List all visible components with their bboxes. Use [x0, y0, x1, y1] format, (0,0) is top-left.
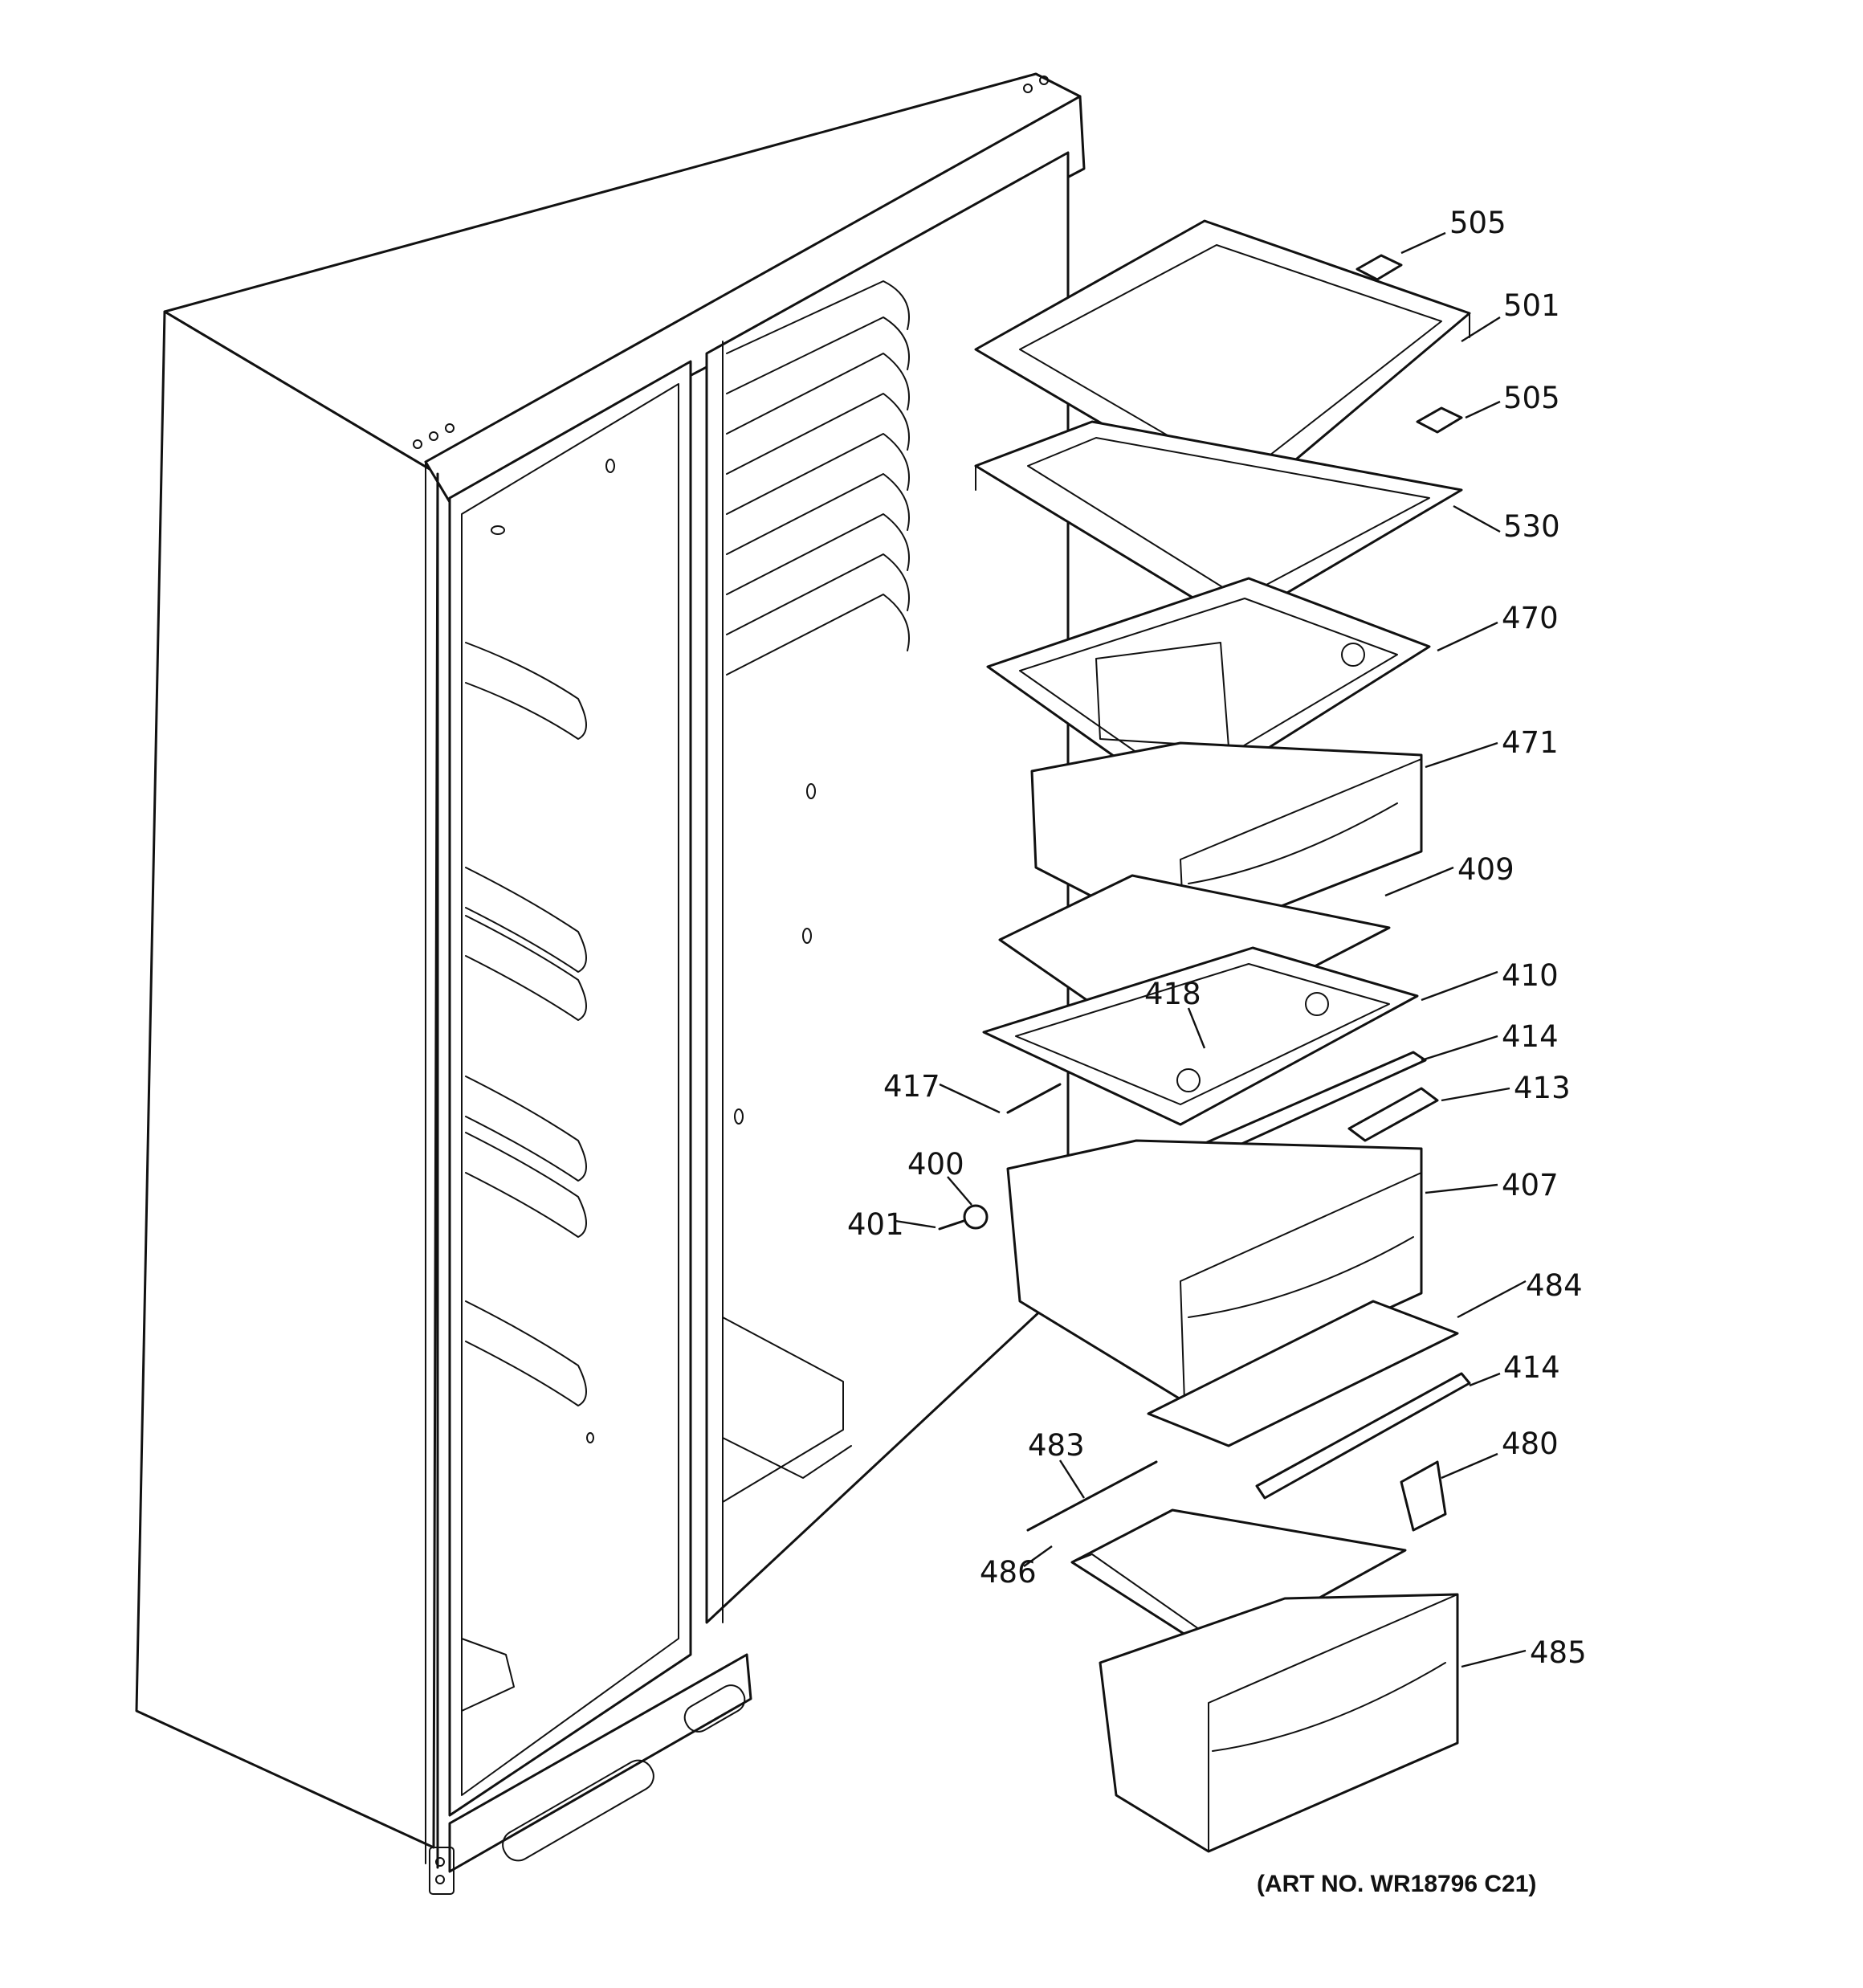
- callout-407: 407: [1502, 1168, 1559, 1202]
- callout-410: 410: [1502, 958, 1559, 993]
- rod-417: [1006, 1083, 1062, 1114]
- callout-505-mid: 505: [1503, 381, 1560, 415]
- screw-401: [938, 1219, 965, 1231]
- callout-409: 409: [1457, 852, 1514, 887]
- callout-414-lower: 414: [1503, 1350, 1560, 1385]
- grommet-400: [963, 1204, 989, 1230]
- rod-413: [1347, 1087, 1439, 1142]
- shelf-530: [974, 420, 1463, 624]
- fresh-food-shelf-rails: [722, 280, 910, 1503]
- slide-480: [1400, 1460, 1447, 1532]
- callout-480: 480: [1502, 1427, 1559, 1461]
- refrigerator-cabinet: [135, 72, 1086, 1895]
- callout-401: 401: [847, 1207, 904, 1242]
- callout-471: 471: [1502, 725, 1559, 760]
- callout-418: 418: [1144, 977, 1201, 1011]
- clip-505-top: [1355, 254, 1403, 281]
- cover-484: [1147, 1300, 1459, 1447]
- callout-486: 486: [980, 1555, 1037, 1590]
- clip-505-mid: [1416, 406, 1463, 434]
- callout-530: 530: [1503, 509, 1560, 544]
- callout-labels: 505 501 505 530 470 471 409 410 418 414 …: [847, 206, 1587, 1670]
- callout-417: 417: [883, 1069, 940, 1104]
- freezer-shelf-supports: [461, 459, 615, 1712]
- rod-483: [1026, 1460, 1158, 1532]
- leader-lines: [895, 231, 1527, 1668]
- callout-485: 485: [1530, 1635, 1587, 1670]
- callout-501: 501: [1503, 288, 1560, 323]
- callout-414-upper: 414: [1502, 1019, 1559, 1054]
- art-number: (ART NO. WR18796 C21): [1257, 1871, 1536, 1897]
- callout-470: 470: [1502, 601, 1559, 635]
- callout-505-top: 505: [1449, 206, 1506, 240]
- rail-414-lower: [1255, 1372, 1471, 1500]
- callout-400: 400: [907, 1147, 964, 1182]
- drawer-485: [1099, 1593, 1459, 1853]
- callout-484: 484: [1526, 1268, 1583, 1303]
- callout-413: 413: [1514, 1071, 1571, 1105]
- callout-483: 483: [1028, 1428, 1085, 1463]
